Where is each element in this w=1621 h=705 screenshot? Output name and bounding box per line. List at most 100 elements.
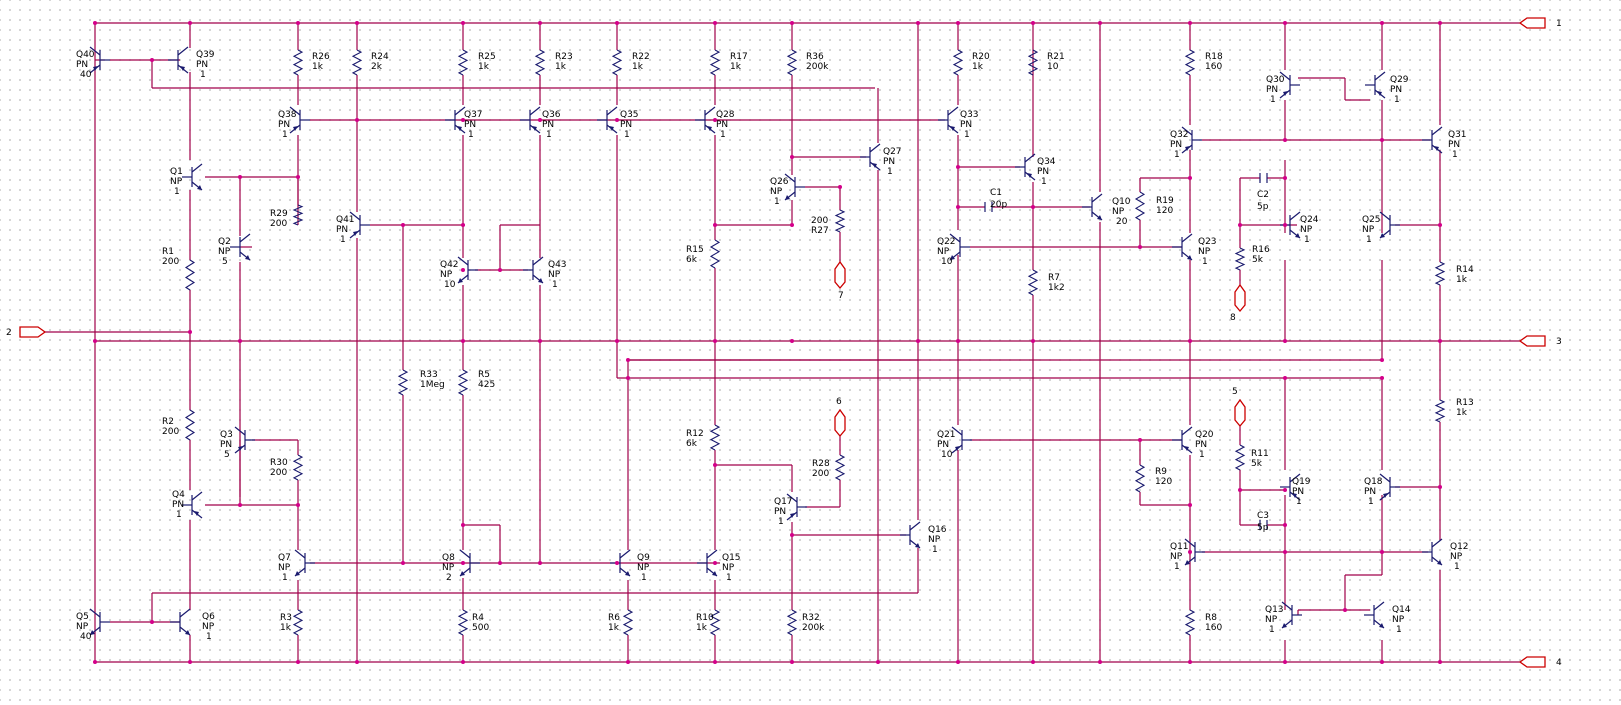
junction-dot [713, 21, 717, 25]
resistor-value-r14: 1k [1456, 275, 1468, 285]
junction-dot [1438, 223, 1442, 227]
junction-dot [461, 660, 465, 664]
transistor-area-q32: 1 [1174, 150, 1180, 160]
transistor-ref-q22: Q22 [937, 237, 956, 247]
junction-dot [1138, 438, 1142, 442]
capacitor-ref-c3: C3 [1257, 511, 1269, 521]
transistor-collector [89, 608, 101, 618]
transistor-collector [234, 426, 246, 436]
transistor-collector [1373, 601, 1385, 611]
transistor-collector [704, 106, 716, 116]
transistor-area-q4: 1 [176, 510, 182, 520]
transistor-ref-q26: Q26 [770, 177, 789, 187]
junction-dot [1031, 21, 1035, 25]
transistor-type-q25: NP [1362, 225, 1375, 235]
resistor-value-r19: 120 [1156, 206, 1173, 216]
transistor-ref-q39: Q39 [196, 50, 215, 60]
transistor-area-q28: 1 [720, 130, 726, 140]
transistor-arrow [1295, 233, 1300, 238]
transistor-collector [179, 608, 191, 618]
resistor-r24 [351, 49, 363, 76]
transistor-collector [909, 521, 921, 531]
resistor-ref-r21: R21 [1047, 52, 1065, 62]
transistor-arrow [194, 511, 199, 516]
transistor-type-q27: PN [883, 157, 895, 167]
transistor-q32 [1181, 126, 1202, 154]
junction-dot [461, 523, 465, 527]
resistor-ref-r4: R4 [472, 613, 484, 623]
resistor-zigzag [457, 369, 469, 396]
transistor-area-q1: 1 [174, 187, 180, 197]
transistor-area-q11: 1 [1174, 562, 1180, 572]
transistor-arrow [1184, 446, 1189, 451]
transistor-collector [606, 106, 618, 116]
resistor-zigzag [611, 49, 623, 76]
transistor-collector [1289, 473, 1301, 483]
junction-dot [461, 118, 465, 122]
resistor-zigzag [1027, 49, 1039, 76]
resistor-ref-r18: R18 [1205, 52, 1223, 62]
capacitor-c1 [984, 202, 993, 212]
junction-dot [956, 339, 960, 343]
junction-dots [93, 21, 1442, 664]
transistor-q34 [1015, 153, 1036, 181]
transistor-area-q8: 2 [446, 573, 452, 583]
junction-dot [150, 58, 154, 62]
transistor-area-q16: 1 [932, 545, 938, 555]
junction-dot [296, 21, 300, 25]
junction-dot [1380, 660, 1384, 664]
transistor-area-q30: 1 [1270, 95, 1276, 105]
transistor-arrow [93, 66, 98, 71]
resistor-value-r7: 1k2 [1048, 283, 1065, 293]
resistor-ref-r2: R2 [162, 417, 174, 427]
transistor-ref-q29: Q29 [1390, 75, 1409, 85]
resistor-ref-r9: R9 [1155, 467, 1167, 477]
transistor-arrow [1282, 623, 1287, 628]
transistor-q6 [170, 608, 191, 636]
transistor-type-q9: NP [637, 563, 650, 573]
transistor-ref-q1: Q1 [170, 167, 183, 177]
transistor-q3 [234, 426, 255, 454]
transistor-ref-q18: Q18 [1364, 477, 1383, 487]
resistor-ref-r36: R36 [806, 52, 824, 62]
transistor-arrow [538, 278, 543, 283]
transistor-area-q14: 1 [1396, 625, 1402, 635]
port-shape [1518, 335, 1546, 347]
junction-dot [956, 21, 960, 25]
resistor-zigzag [709, 49, 721, 76]
resistor-r36 [786, 49, 798, 76]
transistor-collector [619, 549, 631, 559]
transistor-arrow [532, 126, 537, 131]
resistor-ref-r11: R11 [1251, 449, 1269, 459]
transistor-area-q26: 1 [774, 197, 780, 207]
resistor-zigzag [834, 209, 846, 233]
junction-dot [1283, 176, 1287, 180]
transistor-arrow [707, 126, 712, 131]
transistor-arrow [1027, 173, 1032, 178]
transistor-q38 [289, 106, 310, 134]
transistor-collector [294, 549, 306, 559]
transistor-arrow [1283, 91, 1288, 96]
transistor-type-q17: PN [774, 507, 786, 517]
transistor-arrow [1380, 233, 1385, 238]
transistor-area-q29: 1 [1394, 95, 1400, 105]
resistor-ref-r8: R8 [1205, 613, 1217, 623]
transistor-q41 [349, 211, 370, 239]
junction-dot [1380, 358, 1384, 362]
transistor-arrow [185, 630, 190, 635]
transistor-collector [289, 106, 301, 116]
resistor-value-r4: 500 [472, 623, 489, 633]
resistor-ref-r16: R16 [1252, 245, 1270, 255]
junction-dot [713, 118, 717, 122]
resistor-ref-r6: R6 [608, 613, 620, 623]
transistor-ref-q43: Q43 [548, 260, 567, 270]
transistor-q29 [1365, 71, 1386, 99]
transistor-q11 [1184, 538, 1205, 566]
junction-dot [1188, 176, 1192, 180]
port-3 [1518, 335, 1546, 347]
transistor-type-q34: PN [1037, 167, 1049, 177]
port-shape [1234, 398, 1246, 428]
resistor-value-r22: 1k [632, 62, 644, 72]
junction-dot [93, 339, 97, 343]
